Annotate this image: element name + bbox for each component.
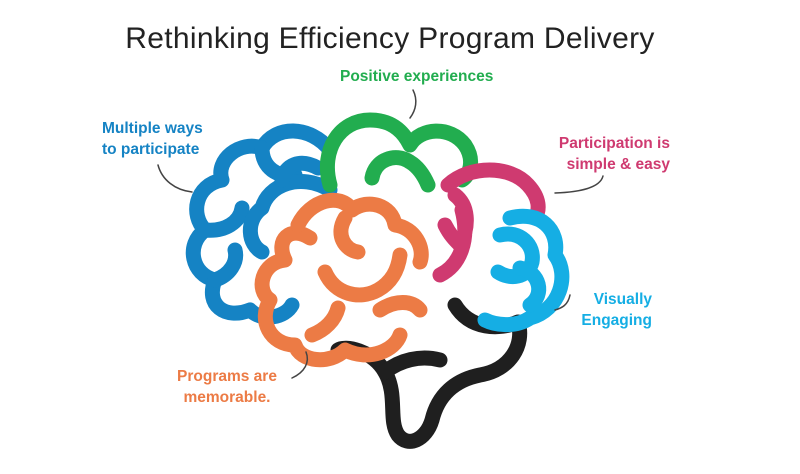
orange-inner-2 (317, 247, 408, 303)
label-multiple-ways: Multiple ways to participate (102, 120, 203, 158)
blue-inner-2 (197, 200, 250, 238)
blue-inner-5 (274, 155, 326, 188)
leader-visual (554, 294, 571, 311)
stem-inner (377, 350, 448, 380)
label-visually-engaging: Visually Engaging (581, 291, 652, 329)
cyan-inner-1 (490, 226, 540, 285)
orange-lobe (254, 225, 408, 368)
label-participation-simple: Participation is simple & easy (558, 135, 670, 173)
orange-inner-4 (304, 300, 346, 343)
page-title: Rethinking Efficiency Program Delivery (125, 22, 655, 55)
magenta-lobe (440, 162, 546, 226)
blue-inner-4 (242, 174, 338, 260)
cyan-lobe (477, 208, 570, 333)
green-inner (364, 150, 436, 193)
leader-programs (291, 351, 309, 379)
orange-top (290, 192, 429, 270)
orange-inner-3 (372, 295, 428, 318)
leader-multiple (157, 164, 193, 193)
green-lobe (319, 112, 479, 193)
leader-participation (554, 175, 604, 194)
label-programs-memorable: Programs are memorable. (177, 368, 277, 406)
orange-inner-1 (333, 210, 366, 260)
label-positive-experiences: Positive experiences (340, 68, 494, 85)
blue-inner-3 (207, 242, 244, 288)
cyan-inner-2 (512, 260, 547, 313)
magenta-inner-2 (432, 202, 473, 283)
leader-positive (409, 89, 417, 119)
